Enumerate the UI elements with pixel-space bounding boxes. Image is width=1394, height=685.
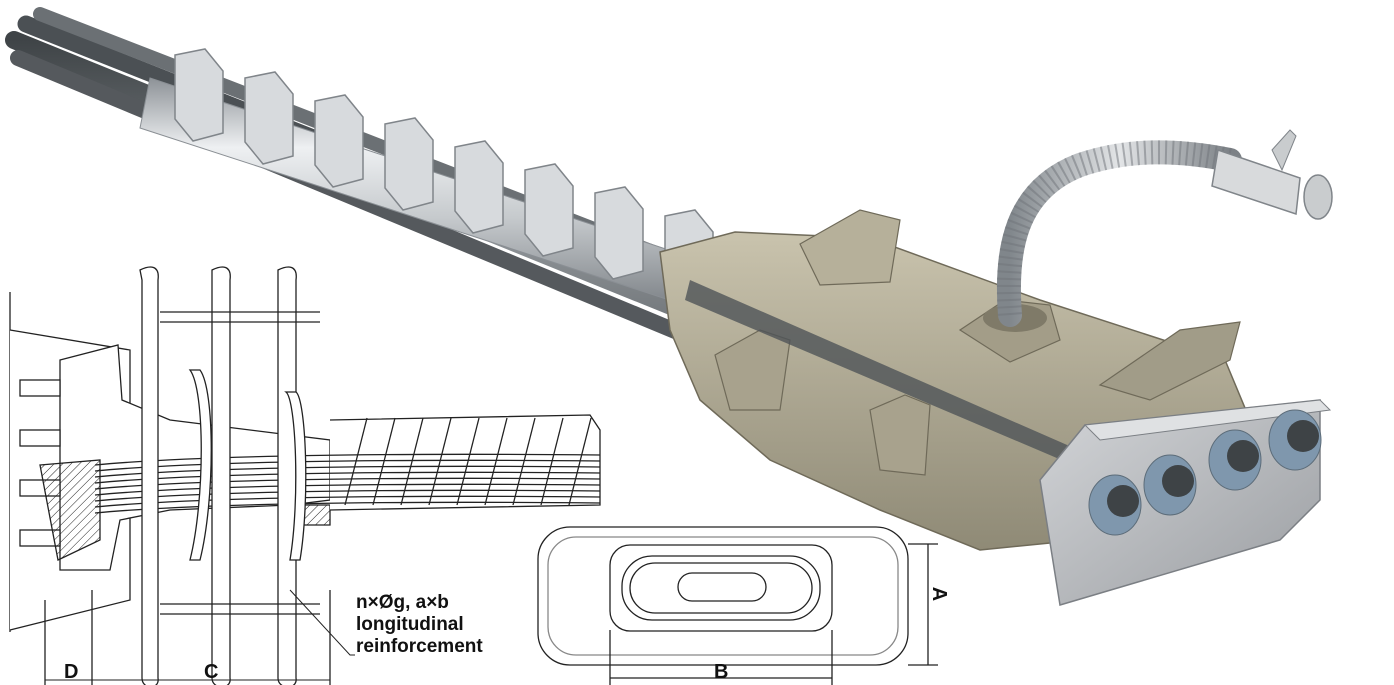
strand-hatch: [400, 417, 424, 506]
spiral-coil: [244, 71, 294, 165]
dim-b-label: B: [714, 661, 729, 683]
spiral-coil: [454, 140, 504, 234]
strand-end: [1107, 485, 1139, 517]
section-drawing: [9, 266, 601, 685]
strand-end: [1227, 440, 1259, 472]
strand-hatch: [512, 417, 536, 506]
note-line-2: longitudinal: [356, 614, 464, 635]
wedge-plate: [1039, 399, 1332, 606]
strand-hatch: [568, 417, 592, 506]
spiral-coil: [384, 117, 434, 211]
dim-a-label: A: [928, 586, 951, 602]
strand-hatch: [456, 417, 480, 506]
strand-end: [1287, 420, 1319, 452]
strand-hatch: [428, 417, 452, 506]
note-line-1: n×Øg, a×b: [356, 592, 449, 613]
spiral-coil: [314, 94, 364, 188]
strand-end: [1162, 465, 1194, 497]
strand-hatch: [372, 417, 396, 506]
spiral-coil: [174, 48, 224, 142]
reinforcement-note: n×Øg, a×b longitudinal reinforcement: [356, 592, 526, 658]
plan-view: [537, 526, 938, 685]
strand-hatch: [344, 417, 368, 506]
strand-hatch: [540, 417, 564, 506]
dim-d-label: D: [64, 661, 79, 683]
grout-hose: [996, 129, 1333, 327]
dim-c-label: C: [204, 661, 219, 683]
spiral-coil: [594, 186, 644, 280]
spiral-coil: [524, 163, 574, 257]
note-line-3: reinforcement: [356, 636, 483, 657]
strand-hatch: [484, 417, 508, 506]
